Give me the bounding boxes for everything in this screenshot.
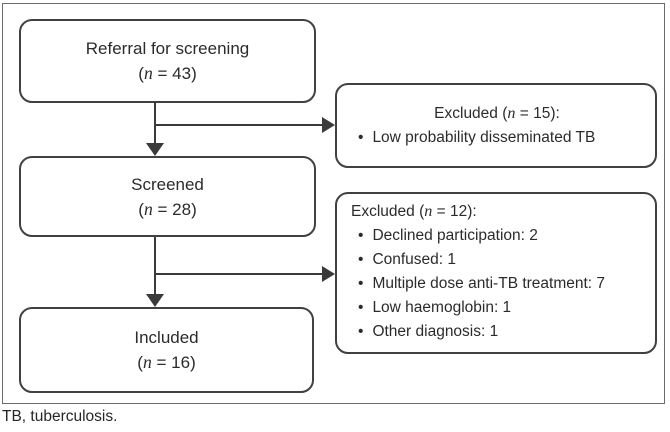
connector-branch-excluded-screening [154, 124, 323, 126]
box-referral-label: Referral for screening [85, 39, 250, 58]
box-referral: Referral for screening (n = 43) [19, 19, 316, 103]
bullet-icon: • [358, 227, 364, 244]
bullet-text: Low haemoglobin: 1 [372, 299, 512, 316]
excluded-enrolment-bullet: • Declined participation: 2 [351, 224, 645, 248]
excluded-enrolment-bullet: • Confused: 1 [351, 248, 645, 272]
box-excluded-enrolment: Excluded (n = 12): • Declined participati… [335, 192, 657, 354]
heading-suffix: = 15): [515, 104, 560, 122]
heading-suffix: = 12): [432, 203, 477, 220]
box-included: Included (n = 16) [19, 307, 314, 393]
n-italic: n [143, 63, 153, 83]
box-screened-n: (n = 28) [138, 197, 196, 222]
arrowhead-right-to-excluded-enrolment-icon [322, 266, 335, 282]
bullet-text: Low probability disseminated TB [372, 128, 596, 146]
bullet-text: Confused: 1 [372, 251, 457, 268]
n-italic: n [143, 198, 153, 219]
n-italic: n [507, 104, 516, 122]
bullet-text: Multiple dose anti-TB treatment: 7 [372, 275, 606, 292]
connector-branch-excluded-enrolment [154, 273, 323, 275]
excluded-enrolment-bullet: • Other diagnosis: 1 [351, 320, 645, 344]
bullet-icon: • [358, 323, 364, 340]
connector-referral-vertical [154, 102, 156, 144]
n-prefix: ( [137, 353, 143, 372]
box-referral-n: (n = 43) [138, 61, 196, 86]
n-prefix: ( [138, 64, 144, 83]
arrowhead-right-to-excluded-screening-icon [322, 117, 335, 133]
arrowhead-down-to-screened-icon [146, 143, 164, 156]
box-screened-label: Screened [131, 174, 204, 194]
heading-prefix: Excluded ( [434, 104, 508, 122]
diagram-frame: Referral for screening (n = 43) Excluded… [2, 3, 665, 404]
excluded-screening-heading: Excluded (n = 15): [351, 102, 643, 126]
connector-screened-vertical [154, 237, 156, 295]
excluded-screening-bullet: • Low probability disseminated TB [351, 126, 643, 150]
n-prefix: ( [138, 199, 144, 219]
n-italic: n [142, 352, 152, 372]
arrowhead-down-to-included-icon [146, 294, 164, 307]
bullet-text: Declined participation: 2 [372, 227, 538, 244]
figure-footnote: TB, tuberculosis. [2, 408, 118, 425]
n-suffix: = 28) [152, 199, 197, 219]
bullet-text: Other diagnosis: 1 [372, 323, 499, 340]
bullet-icon: • [358, 275, 364, 292]
heading-prefix: Excluded ( [351, 203, 425, 220]
box-screened: Screened (n = 28) [19, 156, 316, 237]
box-excluded-screening: Excluded (n = 15): • Low probability diss… [335, 83, 657, 168]
n-suffix: = 43) [152, 64, 197, 83]
bullet-icon: • [358, 128, 364, 146]
n-suffix: = 16) [151, 353, 196, 372]
excluded-enrolment-heading: Excluded (n = 12): [351, 200, 645, 224]
box-included-label: Included [134, 328, 199, 347]
n-italic: n [424, 203, 433, 220]
box-included-n: (n = 16) [137, 350, 195, 375]
bullet-icon: • [358, 251, 364, 268]
excluded-enrolment-bullet: • Low haemoglobin: 1 [351, 296, 645, 320]
bullet-icon: • [358, 299, 364, 316]
excluded-enrolment-bullet: • Multiple dose anti-TB treatment: 7 [351, 272, 645, 296]
